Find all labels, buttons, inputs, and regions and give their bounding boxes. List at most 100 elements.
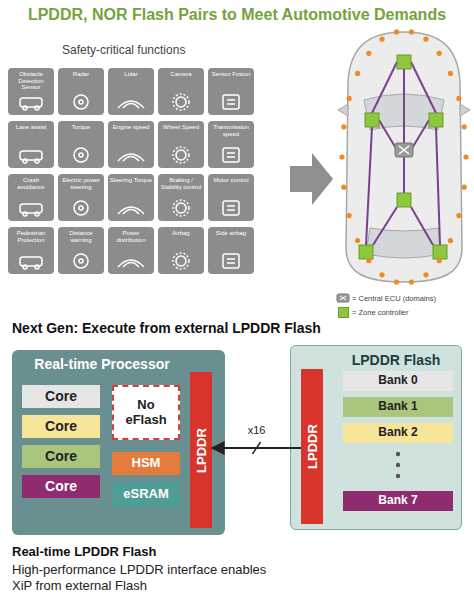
box-label: Side airbag <box>208 227 254 237</box>
function-icon <box>58 144 104 166</box>
icon-stroke <box>227 100 235 104</box>
box-label: HSM <box>132 456 161 471</box>
memory-bank: Bank 7 <box>343 491 453 511</box>
sensor-dot <box>448 71 453 76</box>
box-label: No eFlash <box>122 398 170 428</box>
zone-controller <box>397 55 411 69</box>
box-label: eSRAM <box>123 487 169 502</box>
icon-stroke <box>23 265 27 269</box>
icon-stroke <box>20 204 42 213</box>
sensor-dot <box>366 51 371 56</box>
flash-box: LPDDR FlashLPDDRBank 0Bank 1Bank 2Bank 7 <box>290 345 462 530</box>
bus-width-label: x16 <box>242 424 272 436</box>
icon-stroke <box>23 212 27 216</box>
icon-stroke <box>35 159 39 163</box>
central-ecu-mark <box>399 146 409 154</box>
bus-arrow <box>212 447 301 449</box>
box-label: Engine speed <box>108 121 154 131</box>
function-icon <box>58 91 104 113</box>
function-tile: Transmission speed <box>208 121 254 168</box>
icon-stroke <box>118 101 144 108</box>
car-body <box>346 32 462 282</box>
caption-text: High-performance LPDDR interface enables… <box>12 562 280 594</box>
icon-stroke <box>227 153 235 157</box>
icon-stroke <box>227 259 235 263</box>
box-label: Pedestrian Protection <box>8 227 54 243</box>
icon-stroke <box>118 207 144 214</box>
esram-box: eSRAM <box>112 482 180 507</box>
box-label: Obstacle Detection Sensor <box>8 68 54 91</box>
function-icon <box>108 197 154 219</box>
function-icon <box>208 250 254 272</box>
box-label: Wheel Speed <box>158 121 204 131</box>
box-label: Core <box>45 388 77 404</box>
core-box: Core <box>22 445 100 468</box>
section-label: Safety-critical functions <box>62 42 262 58</box>
box-label: Braking / Stability control <box>158 174 204 190</box>
dot <box>396 474 400 478</box>
sensor-dot <box>462 185 467 190</box>
legend-icon-mark <box>340 296 346 300</box>
box-label: Transmission speed <box>208 121 254 137</box>
wire <box>373 207 433 245</box>
icon-stroke <box>173 200 189 216</box>
function-tile: Side airbag <box>208 227 254 274</box>
box-label: Sensor Fusion <box>208 68 254 78</box>
sensor-dot <box>423 272 428 277</box>
function-icon <box>8 250 54 272</box>
memory-bank: Bank 2 <box>343 423 453 443</box>
lpddr-interface: LPDDR <box>301 369 323 524</box>
box-label: Radar <box>58 68 104 78</box>
icon-stroke <box>20 98 42 107</box>
sensor-dot <box>341 185 346 190</box>
icon-stroke <box>173 147 189 163</box>
icon-stroke <box>79 100 83 104</box>
function-icon <box>58 250 104 272</box>
icon-stroke <box>118 260 144 267</box>
memory-bank: Bank 0 <box>343 371 453 391</box>
function-icon <box>108 250 154 272</box>
zone-controller <box>433 245 447 259</box>
function-tile: Lane assist <box>8 121 54 168</box>
function-tile: Airbag <box>158 227 204 274</box>
icon-stroke <box>223 201 239 215</box>
function-icon <box>8 144 54 166</box>
section-heading: Next Gen: Execute from external LPDDR Fl… <box>12 320 392 336</box>
icon-stroke <box>35 265 39 269</box>
box-label: Core <box>45 448 77 464</box>
sensor-dot <box>355 71 360 76</box>
function-tile: Steering Torque <box>108 174 154 221</box>
wire <box>403 157 405 193</box>
box-label: Bank 7 <box>378 494 417 508</box>
wire <box>403 69 405 143</box>
core-box: Core <box>22 415 100 438</box>
sensor-dot <box>456 213 461 218</box>
sensor-dot <box>462 124 467 129</box>
wiring <box>366 62 440 245</box>
icon-stroke <box>176 97 186 107</box>
function-icon <box>158 250 204 272</box>
icon-stroke <box>223 254 239 268</box>
zone-controller <box>429 113 443 127</box>
function-tile: Sensor Fusion <box>208 68 254 115</box>
caption-heading: Real-time LPDDR Flash <box>12 544 312 560</box>
function-icon <box>108 91 154 113</box>
core-box: Core <box>22 385 100 408</box>
hsm-box: HSM <box>112 452 180 475</box>
icon-stroke <box>74 201 88 215</box>
processor-box: Real-time ProcessorCoreCoreCoreCoreNo eF… <box>12 350 225 535</box>
box-label: Bank 2 <box>378 426 417 440</box>
sensor-dot <box>339 154 344 159</box>
box-label: Core <box>45 418 77 434</box>
no-eflash-box: No eFlash <box>112 385 180 440</box>
sensor-dot <box>409 279 414 284</box>
lpddr-interface: LPDDR <box>190 372 212 528</box>
box-label: Bank 0 <box>378 374 417 388</box>
title: LPDDR, NOR Flash Pairs to Meet Automotiv… <box>0 6 474 24</box>
sensor-dot <box>394 29 399 34</box>
function-tile: Electric power steering <box>58 174 104 221</box>
legend-icon-box <box>337 294 349 302</box>
big-arrow <box>290 153 333 205</box>
function-icon <box>108 144 154 166</box>
icon-stroke <box>223 148 239 162</box>
